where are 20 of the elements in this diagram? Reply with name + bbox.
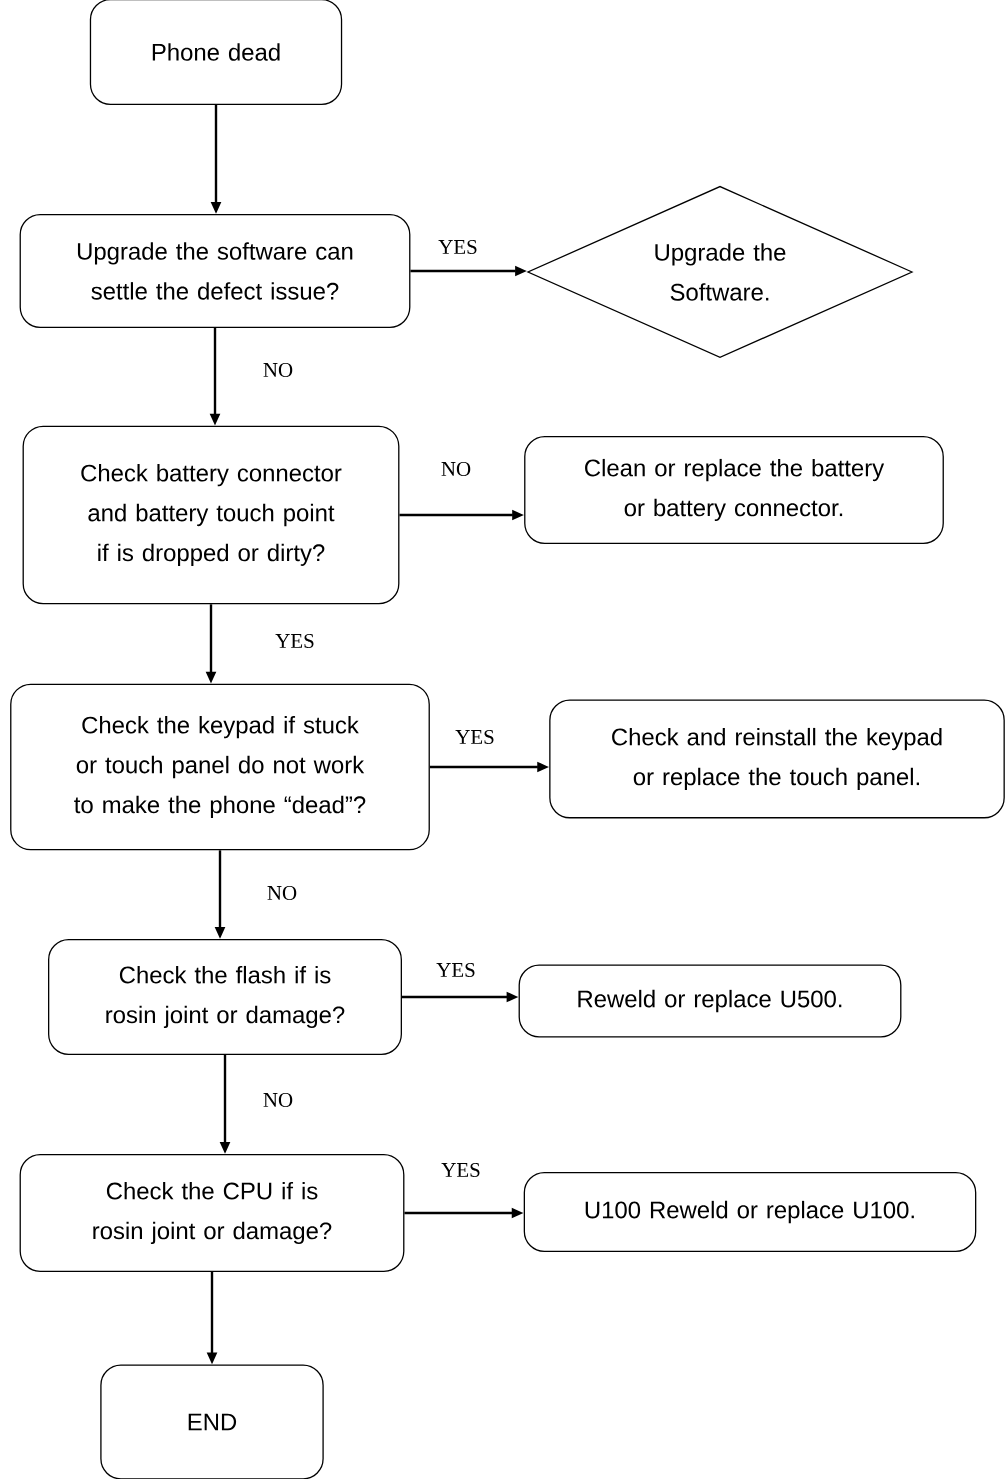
process-box: Phone dead <box>89 0 343 105</box>
process-box: Upgrade the software can settle the defect issue? <box>19 214 411 328</box>
edge-label: NO <box>261 361 295 378</box>
process-box: Check the flash if is rosin joint or damage? <box>48 939 402 1055</box>
process-box: Check the CPU if is rosin joint or damage? <box>19 1154 405 1272</box>
edge-label: YES <box>435 961 477 978</box>
process-box: Check and reinstall the keypad or replace the touch panel. <box>549 699 1005 819</box>
process-box: Check battery connector and battery touch point if is dropped or dirty? <box>22 425 400 605</box>
edge-label: NO <box>261 1091 295 1108</box>
process-box: U100 Reweld or replace U100. <box>523 1172 977 1252</box>
process-box: Check the keypad if stuck or touch panel do not work to make the phone “dead”? <box>10 683 430 851</box>
edge-label: YES <box>440 1161 482 1178</box>
edge-label: YES <box>454 728 496 745</box>
edge-label: YES <box>274 632 316 649</box>
edge-label: NO <box>265 884 299 901</box>
process-box: Clean or replace the battery or battery connector. <box>524 436 944 544</box>
edge-label: NO <box>439 460 473 477</box>
edge-label: YES <box>437 238 479 255</box>
process-box: END <box>100 1364 324 1479</box>
process-box: Reweld or replace U500. <box>518 964 902 1038</box>
